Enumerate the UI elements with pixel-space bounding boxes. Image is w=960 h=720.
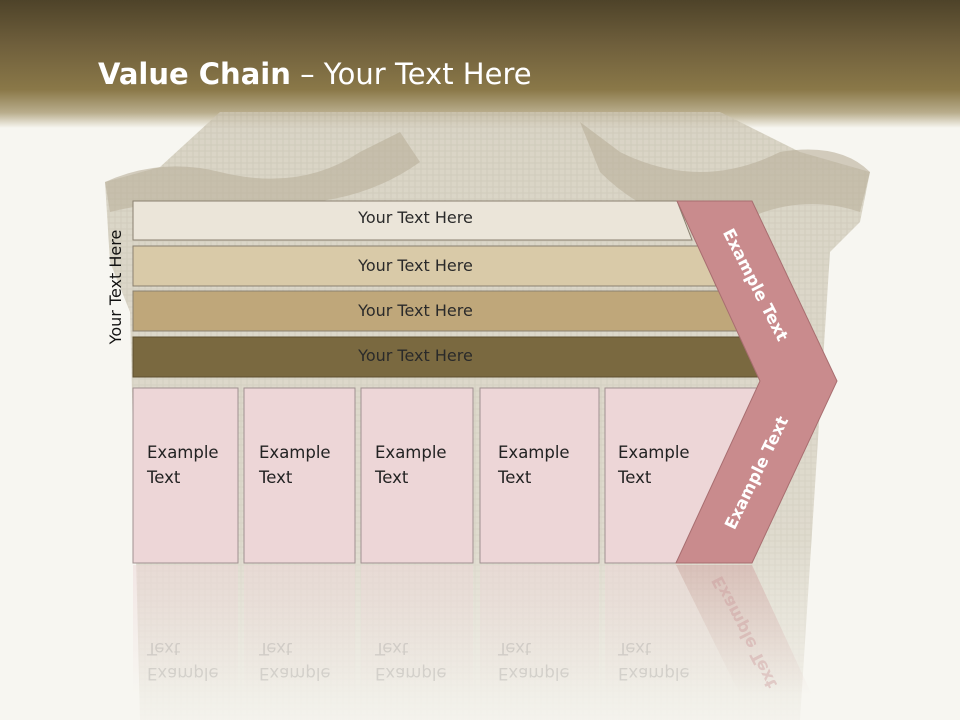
cell-text-line: Text [498,468,532,487]
cell-text-reflection: Example Text [375,636,470,686]
title-rest: – Your Text Here [290,57,532,91]
title-bold: Value Chain [98,57,291,91]
band-label-4: Your Text Here [358,346,473,365]
cell-text-reflection: Example Text [498,636,593,686]
cell-text-line: Text [618,639,652,658]
cell-text-line: Text [147,639,181,658]
cell-4 [479,387,600,564]
cell-1 [132,387,239,564]
cell-text-line: Text [618,468,652,487]
cell-text-line: Example [375,443,447,462]
band-label-3: Your Text Here [358,301,473,320]
cell-text-line: Example [618,443,690,462]
cell-reflection [244,565,355,695]
band-label-1: Your Text Here [358,208,473,227]
chevron-reflection [676,565,812,695]
cell-2 [243,387,356,564]
cell-text-line: Example [147,443,219,462]
slide-title: Value Chain – Your Text Here [98,53,532,95]
cell-text-reflection: Example Text [259,636,354,686]
cell-text-line: Example [259,664,331,683]
cell-text-line: Text [259,468,293,487]
cell-reflection [133,565,238,695]
side-label: Your Text Here [106,229,125,345]
cell-text-line: Example [498,443,570,462]
band-1 [132,200,693,241]
cell-text-line: Example [618,664,690,683]
cell-text-line: Example [147,664,219,683]
cell-text-line: Text [375,468,409,487]
cell-text-reflection: Example Text [147,636,242,686]
cell-reflection [605,565,740,695]
cell-text-line: Example [498,664,570,683]
cell-reflection [361,565,473,695]
cell-text-line: Text [147,468,181,487]
cell-text-line: Text [498,639,532,658]
chevron-arrow [675,200,838,564]
cell-text-line: Example [259,443,331,462]
cell-text-line: Example [375,664,447,683]
cell-text-reflection: Example Text [618,636,713,686]
cell-text-line: Text [259,639,293,658]
header-bar [0,0,960,128]
cell-text-line: Text [375,639,409,658]
cell-3 [360,387,474,564]
cell-reflection [480,565,599,695]
band-label-2: Your Text Here [358,256,473,275]
